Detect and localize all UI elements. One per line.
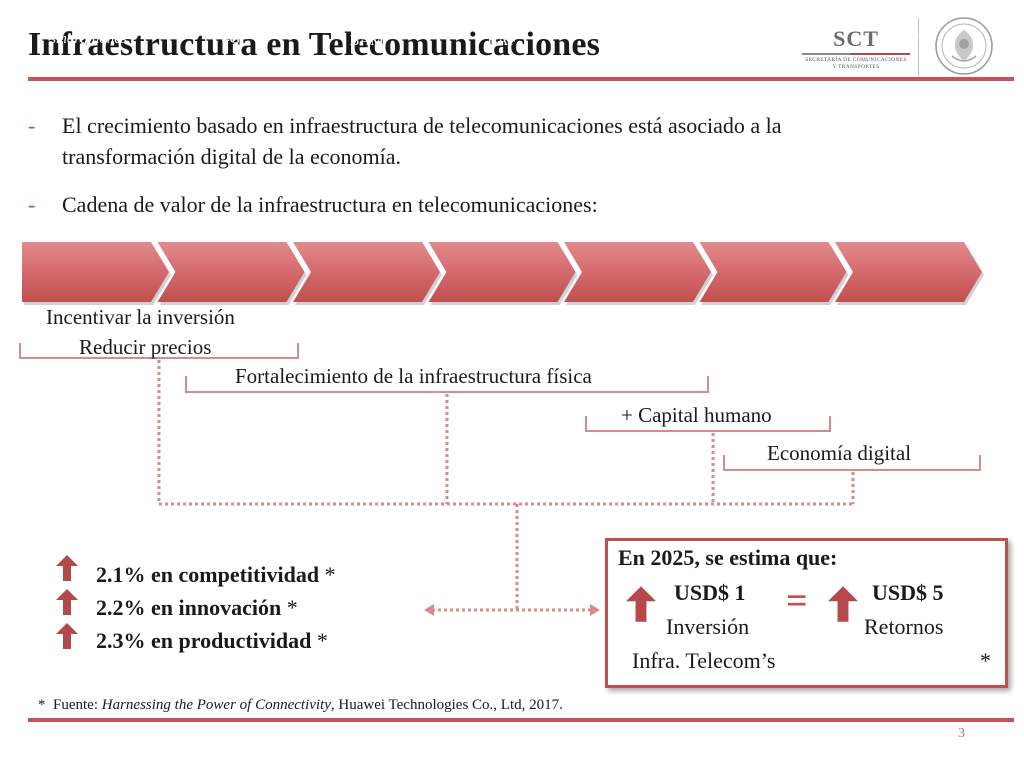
chevron-line-1: Cobertura [201,12,261,28]
footnote-prefix: Fuente: [53,697,98,713]
result-value: 2.3% en productividad [96,628,312,653]
sct-logo-subtitle: SECRETARÍA DE COMUNICACIONES Y TRANSPORT… [800,57,912,70]
chevron-line-1: + Ancho [611,12,664,28]
arrowhead-left [424,604,434,616]
estimate-left-amount: USD$ 1 [674,580,746,605]
result-mark: * [286,595,298,620]
chevron-line-2: de banda [610,31,665,47]
equals-sign: = [786,580,808,622]
chevron-line-2: 4G [221,31,241,47]
chevron-line-2: IoT [897,33,920,49]
arrow-up-icon [828,586,858,622]
footnote-source-title: Harnessing the Power of Connectivity [101,697,331,713]
bullet-2-text: Cadena de valor de la infraestructura en… [62,192,598,217]
footer-rule [28,718,1014,722]
value-chain-step-label: + Ancho de banda [582,0,693,60]
value-chain-step-7 [835,242,982,302]
bullet-dash: - [28,192,36,217]
arrow-up-icon [56,623,78,649]
sct-logo: SCT SECRETARÍA DE COMUNICACIONES Y TRANS… [800,26,912,74]
value-chain-step-label: Penetración de smartphones [26,0,151,60]
result-competitividad: 2.1% en competitividad * [96,562,336,588]
chevron-line-1: Suscripciones [330,11,403,26]
bracket-2 [185,376,709,393]
result-value: 2.1% en competitividad [96,562,320,587]
result-innovacion: 2.2% en innovación * [96,595,298,621]
estimate-left-label: Inversión [666,614,750,639]
result-mark: * [316,628,328,653]
logo-subtitle-line-2: Y TRANSPORTES [832,63,880,70]
chevron-line-1: Suscripciones [465,11,539,26]
chevron-line-1: Penetración de [44,12,133,28]
arrow-up-icon [56,555,78,581]
chevron-line-1: Aplicaciones [874,11,943,26]
dotted-connector-main [157,360,853,506]
bullet-2: - Cadena de valor de la infraestructura … [28,189,1018,220]
footnote-mark: * [38,697,46,713]
bracket-3 [585,416,831,432]
value-chain-step-5 [564,242,711,302]
value-chain-step-6 [699,242,847,302]
logo-subtitle-line-1: SECRETARÍA DE COMUNICACIONES [805,57,907,63]
estimate-box [605,538,1008,688]
estimate-right-label: Retornos [864,614,944,639]
value-chain-step-label: Cobertura 4G [176,0,287,60]
page-number: 3 [958,726,965,741]
bullet-dash: - [28,113,36,138]
result-productividad: 2.3% en productividad * [96,628,328,654]
chevron-line-2: BAM [349,33,384,49]
source-footnote: * Fuente: Harnessing the Power of Connec… [38,697,563,714]
bracket-4-label: Economía digital [767,441,912,465]
sct-logo-text: SCT [833,26,879,51]
bullet-1-line-2: transformación digital de la economía. [62,144,402,169]
arrowhead-right [590,604,600,616]
bracket-1-label-1: Incentivar la inversión [46,305,235,329]
bracket-2-label: Fortalecimiento de la infraestructura fí… [235,364,592,388]
arrow-up-icon [626,586,656,622]
chevron-line-2: en la Nube [740,31,806,47]
estimate-right-amount: USD$ 5 [872,580,944,605]
value-chain-step-label: Servicios en la Nube [718,0,829,60]
logo-divider [918,18,919,76]
bullet-1-line-1: El crecimiento basado en infraestructura… [62,113,782,138]
footnote-source-rest: , Huawei Technologies Co., Ltd, 2017. [330,697,563,713]
bracket-1-label-2: Reducir precios [79,335,212,359]
title-rule [28,77,1014,81]
result-mark: * [324,562,336,587]
chevron-line-2: smartphones [50,31,127,47]
bullet-1-text: El crecimiento basado en infraestructura… [62,110,1007,172]
estimate-left-sub: Infra. Telecom’s [632,648,776,673]
estimate-heading: En 2025, se estima que: [618,545,838,570]
value-chain-step-2 [157,242,305,302]
chevron-line-1: Servicios [745,12,801,28]
value-chain-step-3 [293,242,440,302]
result-value: 2.2% en innovación [96,595,282,620]
national-seal-icon [935,17,993,75]
logo-rule-accent [850,53,910,55]
bracket-3-label: + Capital humano [621,403,772,427]
value-chain-step-1 [22,242,169,302]
arrow-up-icon [56,589,78,615]
chevron-line-2: BAF [487,33,517,49]
value-chain-step-4 [428,242,576,302]
bracket-1 [19,343,299,359]
bracket-4 [723,455,981,471]
estimate-mark: * [980,648,991,673]
page-title: Infraestructura en Telecomunicaciones [28,26,601,63]
bullet-1: - El crecimiento basado en infraestructu… [28,110,1018,172]
